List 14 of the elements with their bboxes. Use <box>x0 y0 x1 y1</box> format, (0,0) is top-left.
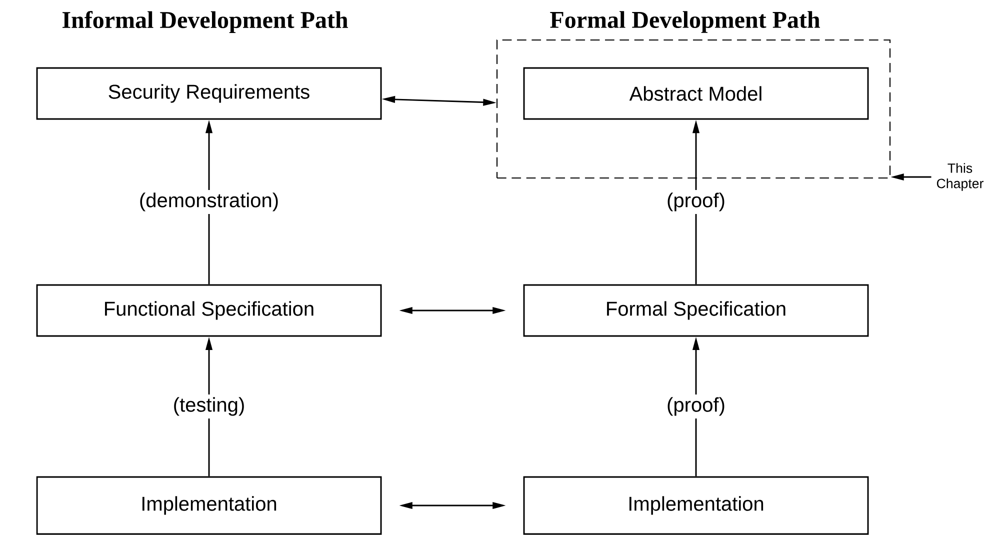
edge-label: (testing) <box>170 394 248 418</box>
edge-label: (demonstration) <box>136 190 282 214</box>
process-box: Abstract Model <box>523 67 869 120</box>
note-text: This Chapter <box>936 163 984 191</box>
column-heading: Formal Development Path <box>550 11 820 33</box>
edge-label: (proof) <box>664 190 728 214</box>
dashed-frame <box>496 39 891 179</box>
process-box: Implementation <box>36 476 382 535</box>
process-box: Security Requirements <box>36 67 382 120</box>
process-box: Implementation <box>523 476 869 535</box>
column-heading: Informal Development Path <box>62 11 348 33</box>
process-box: Functional Specification <box>36 284 382 337</box>
process-box: Formal Specification <box>523 284 869 337</box>
edge-label: (proof) <box>664 394 728 418</box>
